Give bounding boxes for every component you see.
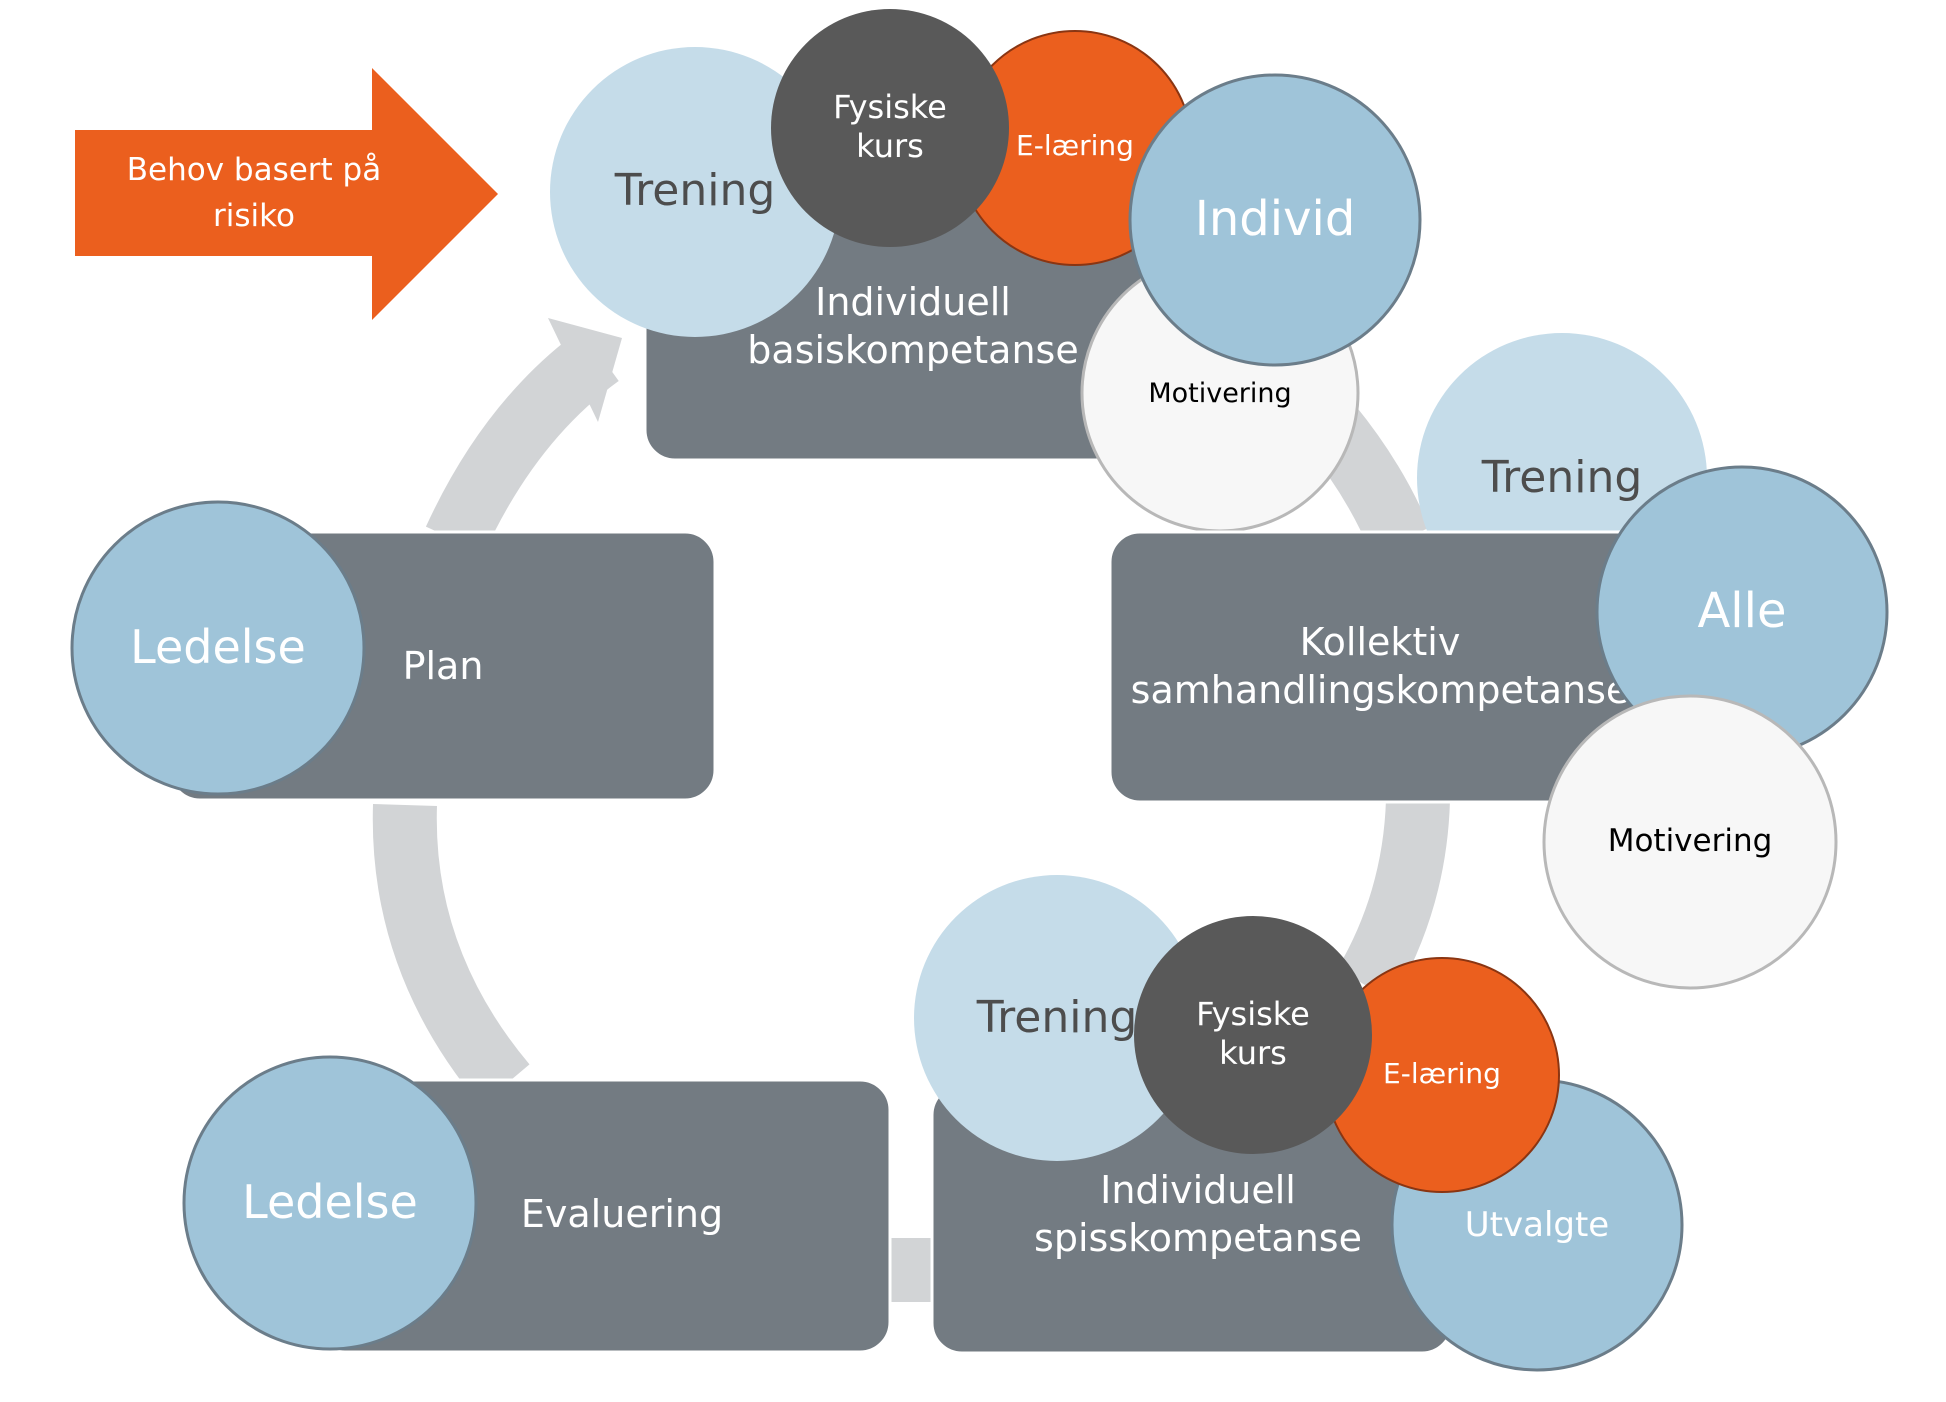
spiss-elaering-label: E-læring [1383, 1057, 1501, 1090]
track-arrowhead [548, 318, 622, 422]
basis-individ-circle [1128, 73, 1422, 367]
box-plan-label: Plan [403, 644, 484, 688]
kollektiv-motivering-circle [1542, 694, 1838, 990]
evaluering-ledelse-circle [182, 1055, 478, 1351]
risk-banner-arrow [75, 68, 498, 320]
track-right-lower [1337, 798, 1450, 1002]
spiss-fysiske-line1: Fysiske [1196, 995, 1310, 1033]
track-left-lower [372, 803, 530, 1106]
spiss-fysiske-circle [1134, 916, 1372, 1154]
plan-ledelse-label: Ledelse [130, 620, 306, 674]
basis-motivering-label: Motivering [1148, 378, 1291, 409]
spiss-trening-label: Trening [976, 992, 1138, 1043]
spiss-utvalgte-label: Utvalgte [1465, 1205, 1609, 1245]
track-left-upper [425, 329, 620, 554]
spiss-trening-circle [914, 875, 1200, 1161]
basis-elaering-label: E-læring [1016, 129, 1134, 162]
kollektiv-motivering-label: Motivering [1608, 823, 1773, 859]
box-kollektiv-line1: Kollektiv [1300, 620, 1461, 664]
risk-banner-line1: Behov basert på [127, 152, 381, 188]
spiss-fysiske-line2: kurs [1219, 1034, 1287, 1072]
basis-individ-label: Individ [1195, 191, 1356, 247]
basis-fysiske-line2: kurs [856, 127, 924, 165]
box-spiss-line1: Individuell [1100, 1168, 1296, 1212]
basis-fysiske-line1: Fysiske [833, 88, 947, 126]
kollektiv-alle-label: Alle [1697, 583, 1786, 639]
risk-banner-line2: risiko [213, 198, 295, 234]
box-basis-line1: Individuell [815, 280, 1011, 324]
box-kollektiv-line2: samhandlingskompetanse [1131, 668, 1630, 712]
box-basis-line2: basiskompetanse [747, 328, 1078, 372]
basis-fysiske-circle [771, 9, 1009, 247]
basis-trening-circle [550, 47, 840, 337]
kollektiv-trening-label: Trening [1481, 452, 1643, 503]
evaluering-ledelse-label: Ledelse [242, 1175, 418, 1229]
box-spiss-line2: spisskompetanse [1034, 1216, 1362, 1260]
box-evaluering-label: Evaluering [521, 1192, 723, 1236]
plan-ledelse-circle [70, 500, 366, 796]
basis-trening-label: Trening [614, 165, 776, 216]
